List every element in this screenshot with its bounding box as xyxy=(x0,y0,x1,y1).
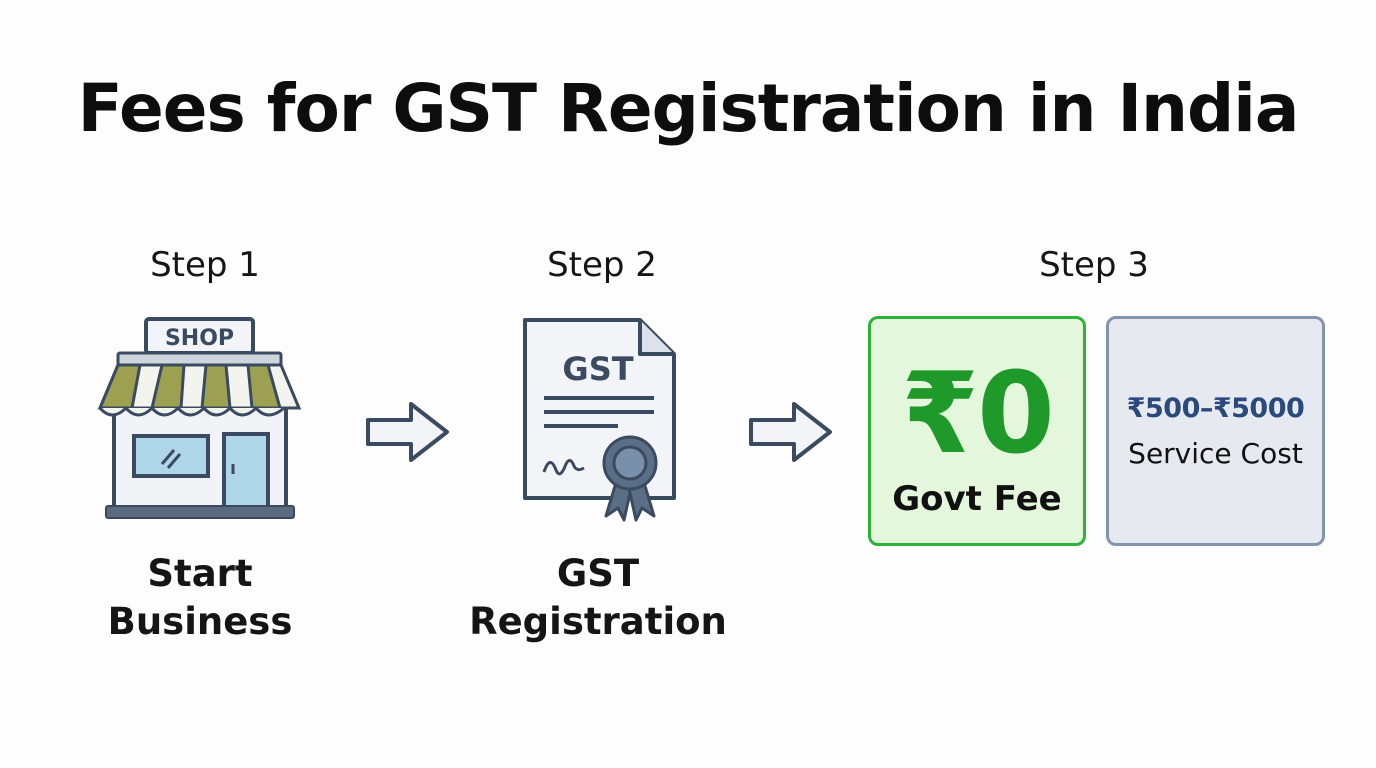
arrow-right-icon xyxy=(366,402,449,462)
step-1-caption-line1: Start xyxy=(147,552,253,595)
step-1-caption-line2: Business xyxy=(107,600,293,643)
govt-fee-amount: ₹0 xyxy=(901,349,1055,479)
certificate-document-icon: GST xyxy=(523,318,676,522)
step-1-label: Step 1 xyxy=(150,245,260,285)
step-2-label: Step 2 xyxy=(547,245,657,285)
shop-icon: SHOP xyxy=(97,317,302,519)
step-2-caption-line1: GST xyxy=(556,552,640,595)
service-cost-label: Service Cost xyxy=(1128,437,1303,470)
step-1-caption: Start Business xyxy=(40,550,360,646)
govt-fee-card: ₹0 Govt Fee xyxy=(868,316,1086,546)
govt-fee-label: Govt Fee xyxy=(892,479,1062,519)
shop-sign-text: SHOP xyxy=(165,326,234,351)
service-cost-amount: ₹500–₹5000 xyxy=(1126,393,1305,424)
step-3-label: Step 3 xyxy=(1039,245,1149,285)
step-2-caption-line2: Registration xyxy=(469,600,727,643)
step-2-caption: GST Registration xyxy=(438,550,758,646)
page-title: Fees for GST Registration in India xyxy=(77,70,1300,147)
arrow-right-icon xyxy=(749,402,832,462)
certificate-gst-text: GST xyxy=(562,350,633,388)
service-cost-card: ₹500–₹5000 Service Cost xyxy=(1106,316,1325,546)
